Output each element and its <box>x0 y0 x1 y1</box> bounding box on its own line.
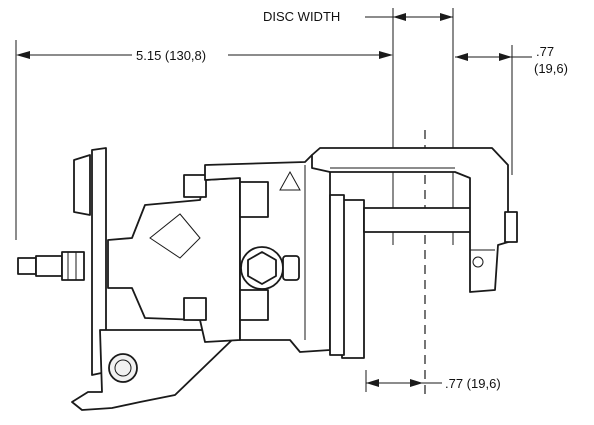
banjo-fitting <box>282 255 300 281</box>
caliper-bridge <box>311 147 516 293</box>
bleeder-nut <box>61 251 85 281</box>
bracket-bolt <box>108 353 138 383</box>
bridge-end-cap <box>504 211 518 243</box>
bleeder-shaft <box>35 255 63 277</box>
housing-bolt-top <box>183 174 207 198</box>
lower-bracket-arm <box>71 329 233 411</box>
bracket-top-tab <box>73 154 91 216</box>
housing-bolt-bottom <box>183 297 207 321</box>
body-boss-bottom <box>239 289 269 321</box>
piston-housing <box>107 177 241 343</box>
offset-top-label-line1: .77 <box>536 44 554 59</box>
brake-pad-plate <box>341 199 365 359</box>
body-boss-top <box>239 181 269 218</box>
offset-bottom-label: .77 (19,6) <box>445 376 501 391</box>
overall-length-label: 5.15 (130,8) <box>136 48 206 63</box>
disc-width-label: DISC WIDTH <box>263 9 340 24</box>
bleeder-tip <box>17 257 37 275</box>
offset-top-label-line2: (19,6) <box>534 61 568 76</box>
dimension-lines <box>15 8 532 395</box>
caliper-body <box>17 147 518 411</box>
